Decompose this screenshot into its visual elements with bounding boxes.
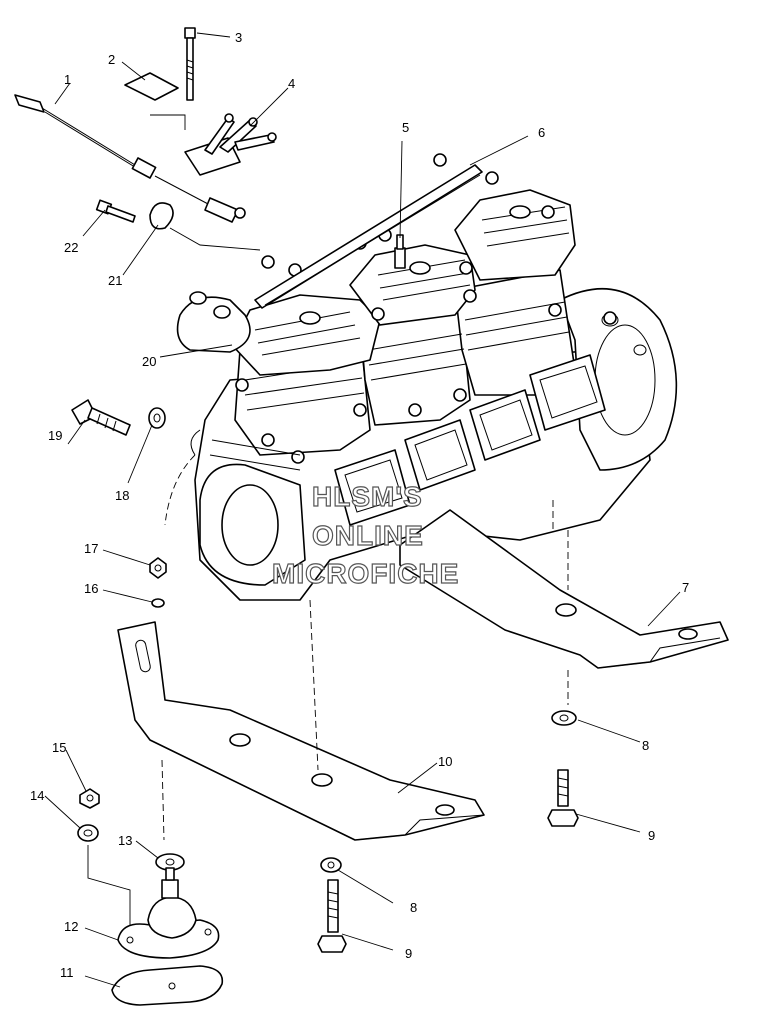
cylinder-head-middle xyxy=(349,244,476,326)
callout-14: 14 xyxy=(30,788,44,803)
washer-middle xyxy=(320,857,342,873)
callout-20: 20 xyxy=(142,354,156,369)
callout-9-right: 9 xyxy=(648,828,655,843)
callout-7: 7 xyxy=(682,580,689,595)
watermark-line-1: HLSM'S xyxy=(312,481,423,512)
throttle-cable xyxy=(14,94,246,223)
callout-8-right: 8 xyxy=(642,738,649,753)
fuel-rail xyxy=(254,164,483,309)
choke-lever-bolt xyxy=(95,199,174,230)
lock-washer xyxy=(151,598,165,608)
lock-nut xyxy=(149,557,167,579)
washer-14 xyxy=(77,824,99,842)
engine-bolt xyxy=(71,399,131,436)
callout-10: 10 xyxy=(438,754,452,769)
washer-right xyxy=(551,710,577,726)
callout-numbers: 1 2 3 4 5 6 7 8 8 9 9 10 11 12 13 14 15 … xyxy=(30,30,689,980)
watermark: HLSM'S ONLINE MICROFICHE xyxy=(271,480,459,589)
watermark-line-3: MICROFICHE xyxy=(272,558,459,589)
exhaust-manifold-cap xyxy=(176,296,251,353)
callout-19: 19 xyxy=(48,428,62,443)
cylinder-head-left xyxy=(231,294,381,376)
magneto-housing xyxy=(559,288,678,471)
mount-bolt-middle xyxy=(317,879,347,953)
spark-plug xyxy=(394,234,406,269)
callout-2: 2 xyxy=(108,52,115,67)
callout-11: 11 xyxy=(60,965,74,980)
intake-reed-blocks xyxy=(334,354,606,526)
callout-16: 16 xyxy=(84,581,98,596)
callout-13: 13 xyxy=(118,833,132,848)
mount-shim xyxy=(111,965,224,1006)
callout-8-middle: 8 xyxy=(410,900,417,915)
callout-17: 17 xyxy=(84,541,98,556)
callout-9-middle: 9 xyxy=(405,946,412,961)
callout-5: 5 xyxy=(402,120,409,135)
callout-22: 22 xyxy=(64,240,78,255)
leader-lines xyxy=(44,32,681,988)
flat-washer xyxy=(148,407,166,429)
engine-mount-plate-rear xyxy=(399,509,729,669)
callout-4: 4 xyxy=(288,76,295,91)
callout-15: 15 xyxy=(52,740,66,755)
callout-21: 21 xyxy=(108,273,122,288)
callout-12: 12 xyxy=(64,919,78,934)
watermark-line-2: ONLINE xyxy=(312,520,424,551)
coil-bracket xyxy=(184,113,277,176)
engine-mount-plate-front xyxy=(117,621,485,841)
mount-bolt-right xyxy=(547,769,579,827)
nut-15 xyxy=(79,788,100,809)
callout-6: 6 xyxy=(538,125,545,140)
choke-lever xyxy=(149,202,174,230)
decal-plate xyxy=(124,72,179,101)
callout-18: 18 xyxy=(115,488,129,503)
rubber-engine-mount xyxy=(117,867,220,959)
callout-3: 3 xyxy=(235,30,242,45)
engine-assembly xyxy=(164,153,678,601)
long-bolt xyxy=(184,27,196,101)
callout-1: 1 xyxy=(64,72,71,87)
